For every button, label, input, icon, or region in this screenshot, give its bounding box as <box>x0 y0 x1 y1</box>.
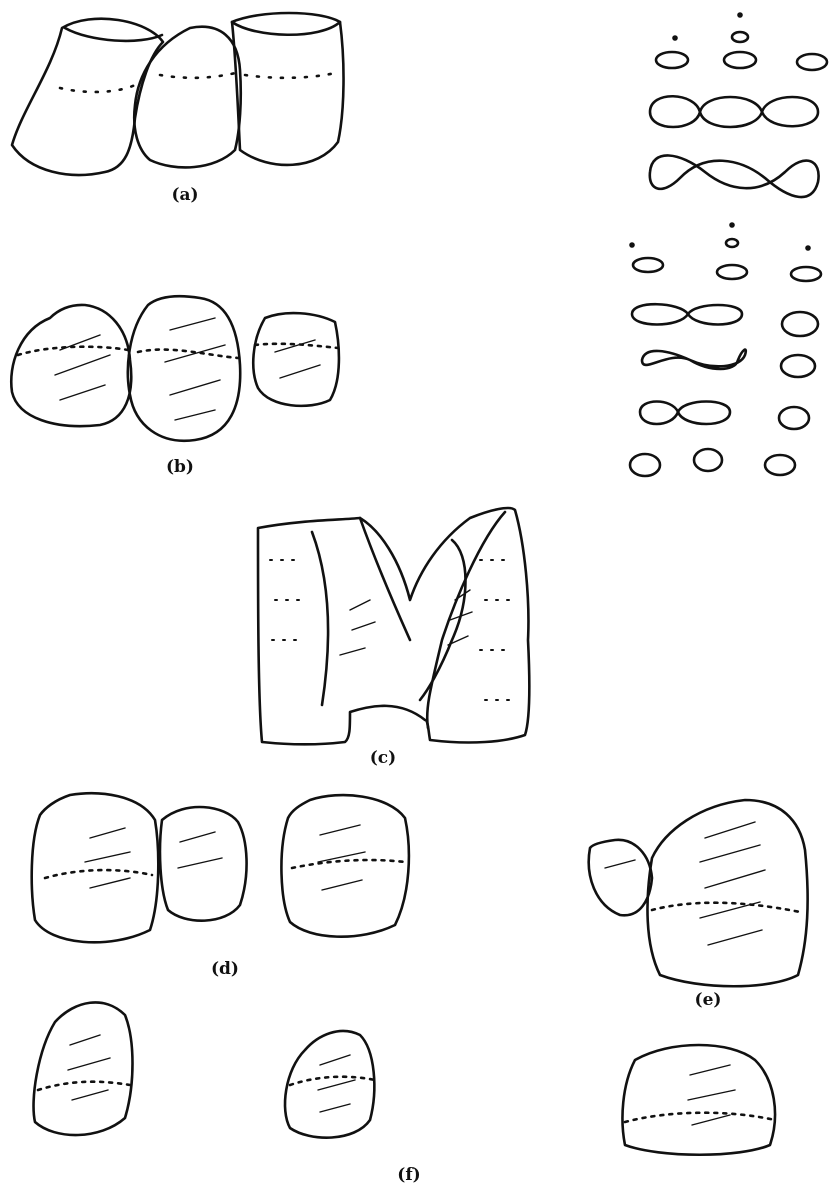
label-f: (f) <box>397 1165 420 1185</box>
panel-b-contour-loops <box>630 14 827 477</box>
label-d: (d) <box>211 959 239 979</box>
panel-b-blobs <box>11 296 339 441</box>
label-e: (e) <box>695 990 722 1010</box>
label-c: (c) <box>370 748 396 768</box>
panel-f-blobs <box>34 1002 775 1154</box>
label-b: (b) <box>166 457 194 477</box>
panel-c-cut-block <box>258 508 529 744</box>
label-a: (a) <box>171 185 198 205</box>
panel-a-cylinders <box>12 13 344 175</box>
panel-e-blob <box>589 800 808 986</box>
panel-d-blobs <box>32 793 409 942</box>
